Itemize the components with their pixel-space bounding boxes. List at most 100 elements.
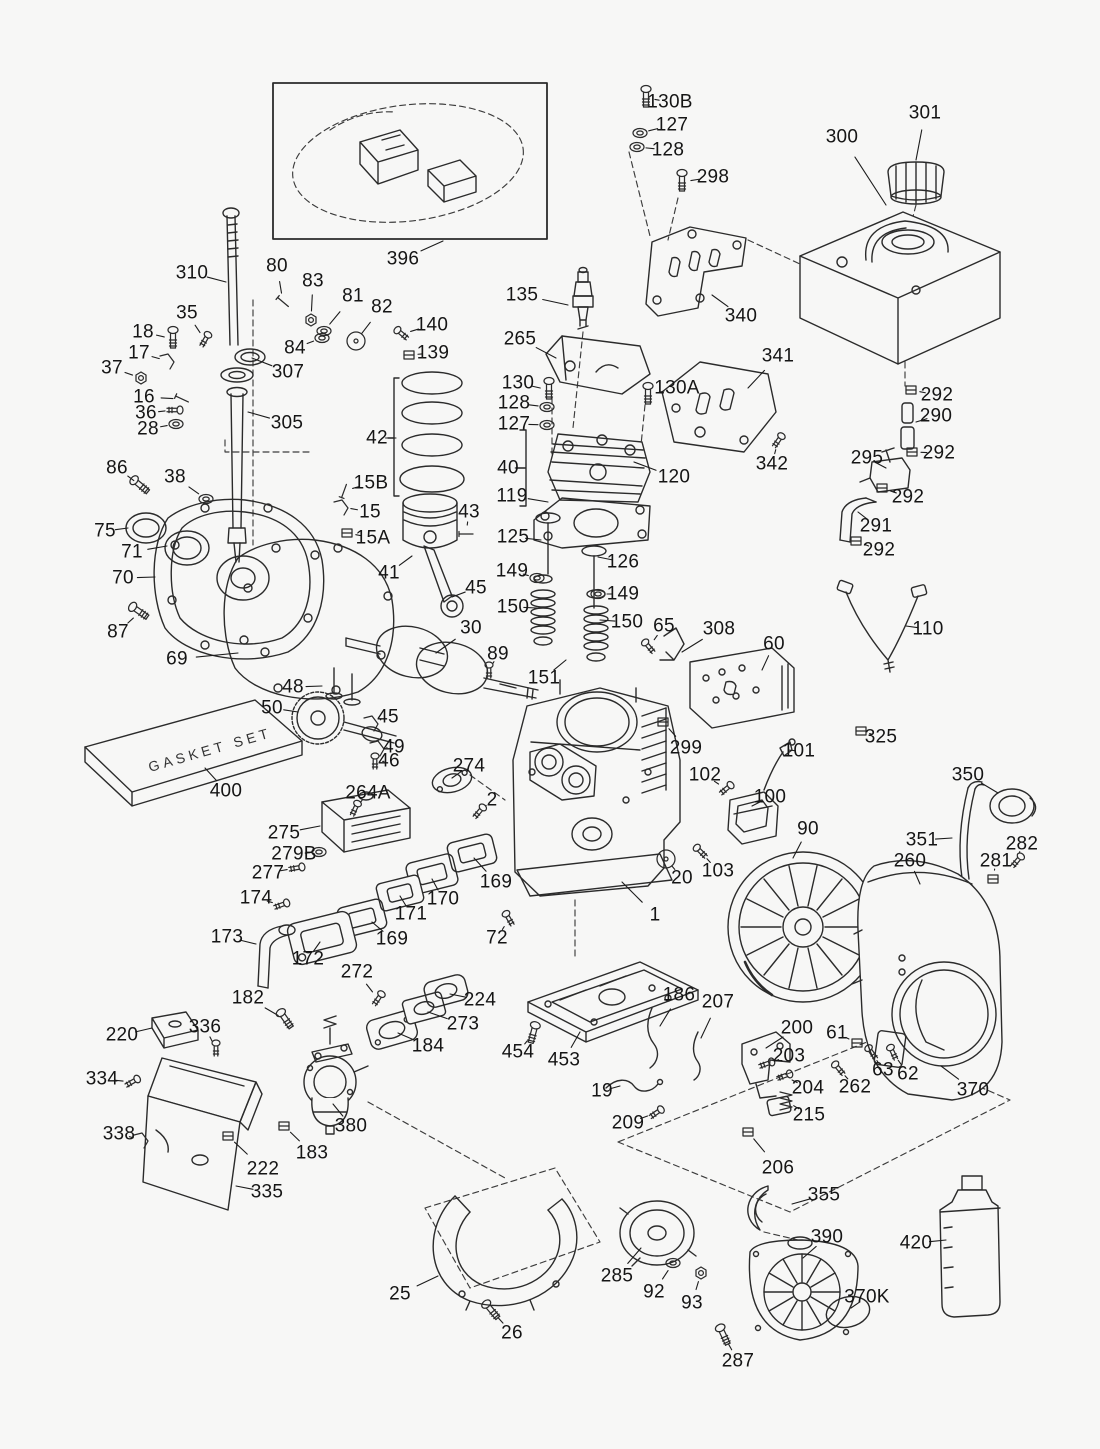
part-label: 222 — [246, 1158, 280, 1180]
washer-glyph — [629, 141, 645, 153]
part-label: 92 — [643, 1281, 665, 1303]
part-label: 80 — [266, 255, 288, 277]
part-label: 355 — [807, 1184, 841, 1206]
part-label: 83 — [302, 270, 324, 292]
part-label: 41 — [378, 562, 400, 584]
bolt-glyph — [167, 325, 179, 349]
screw-glyph — [776, 1069, 794, 1081]
part-label: 287 — [721, 1350, 755, 1372]
part-label: 101 — [782, 740, 816, 762]
part-label: 260 — [893, 850, 927, 872]
part-label: 390 — [810, 1226, 844, 1248]
part-label: 273 — [446, 1013, 480, 1035]
leader-line — [128, 1136, 134, 1139]
part-label: 351 — [905, 829, 939, 851]
bolt-glyph — [714, 1323, 731, 1346]
washer-glyph — [665, 1257, 681, 1269]
bolt-glyph — [676, 168, 688, 192]
part-label: 45 — [377, 706, 399, 728]
leader-line — [352, 486, 360, 489]
part-label: 184 — [411, 1035, 445, 1057]
screw-glyph — [718, 780, 735, 796]
leader-line — [627, 1247, 642, 1264]
part-label: 169 — [479, 871, 513, 893]
leader-line — [151, 356, 160, 360]
part-label: 341 — [761, 345, 795, 367]
part-label: 342 — [755, 453, 789, 475]
part-label: 265 — [503, 328, 537, 350]
screw-glyph — [273, 898, 291, 910]
washer-glyph — [632, 127, 648, 139]
leader-line — [633, 461, 657, 471]
clip-glyph — [906, 447, 918, 457]
leader-line — [473, 857, 487, 872]
leader-line — [134, 1027, 153, 1033]
clip-glyph — [403, 350, 415, 360]
leader-line — [332, 1103, 344, 1117]
engine-block — [512, 679, 681, 897]
part-label: 40 — [497, 457, 519, 479]
part-label: 48 — [282, 676, 304, 698]
leader-line — [792, 841, 802, 859]
carburetor — [303, 974, 469, 1135]
leader-line — [155, 334, 165, 338]
bolt-glyph — [527, 1021, 541, 1044]
leader-line — [410, 328, 420, 332]
clip-glyph — [278, 1121, 290, 1131]
oil-fill-tube — [220, 207, 266, 563]
air-cleaner — [142, 1011, 263, 1211]
nut-glyph — [305, 313, 317, 327]
leader-line — [915, 129, 923, 161]
spark-plug — [572, 266, 594, 330]
part-label: 169 — [375, 928, 409, 950]
screw-glyph — [648, 1105, 665, 1120]
part-label: 420 — [899, 1232, 933, 1254]
leader-line — [648, 128, 659, 132]
part-label: 50 — [261, 697, 283, 719]
part-label: 81 — [342, 285, 364, 307]
primer-bulb — [959, 780, 1037, 880]
screw-glyph — [885, 1043, 899, 1061]
part-label: 272 — [340, 961, 374, 983]
leader-line — [527, 498, 549, 503]
leader-line — [681, 638, 703, 653]
screw-glyph — [371, 990, 386, 1007]
bolt-glyph — [543, 376, 555, 400]
washer-glyph — [539, 419, 555, 431]
leader-line — [431, 878, 439, 891]
recoil-starter — [747, 1185, 871, 1341]
part-label: 135 — [505, 284, 539, 306]
part-label: 128 — [497, 392, 531, 414]
washer-glyph — [539, 401, 555, 413]
leader-line — [399, 895, 407, 907]
screw-glyph — [484, 661, 494, 679]
leader-line — [449, 993, 468, 998]
part-label: 203 — [772, 1045, 806, 1067]
leader-line — [350, 508, 358, 511]
leader-line — [239, 939, 257, 945]
part-label: 209 — [611, 1112, 645, 1134]
leader-line — [531, 385, 541, 389]
part-label: 396 — [386, 248, 420, 270]
leader-line — [524, 1040, 528, 1045]
leader-line — [656, 390, 665, 394]
lever-glyph — [159, 353, 175, 370]
leader-line — [398, 555, 413, 566]
leader-line — [289, 1131, 300, 1142]
leader-line — [928, 1239, 947, 1243]
part-label: 292 — [862, 539, 896, 561]
part-label: 84 — [284, 337, 306, 359]
part-label: 75 — [94, 520, 116, 542]
part-label: 70 — [112, 567, 134, 589]
bolt-glyph — [640, 84, 652, 108]
clip-glyph — [850, 536, 862, 546]
leader-line — [773, 1059, 780, 1062]
part-label: 150 — [610, 611, 644, 633]
control-panel — [659, 627, 795, 729]
leader-line — [235, 1185, 254, 1190]
fuel-line — [839, 402, 915, 543]
part-label: 380 — [334, 1115, 368, 1137]
pin-glyph — [275, 294, 289, 308]
part-label: 130B — [647, 91, 693, 113]
